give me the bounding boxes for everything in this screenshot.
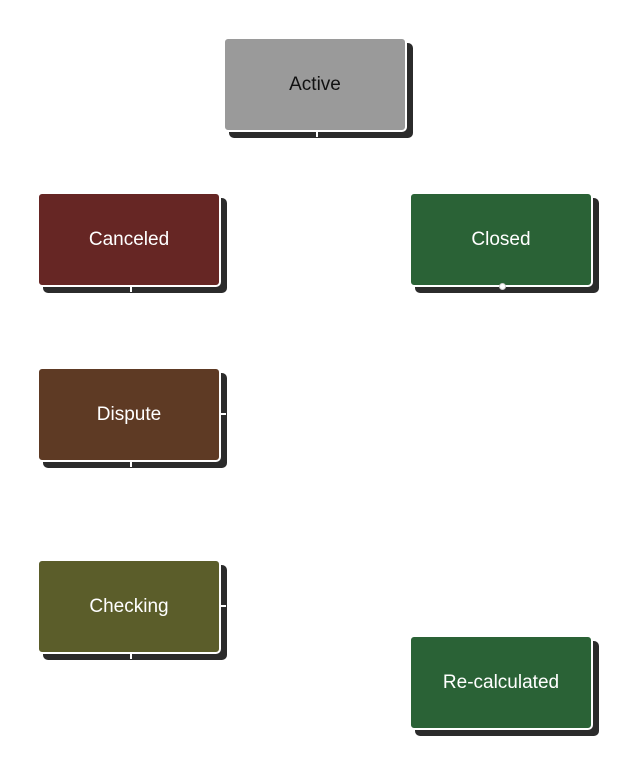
node-closed[interactable]: Closed xyxy=(409,192,593,290)
node-label-recalculated: Re-calculated xyxy=(442,672,560,693)
port-canceled-bottom xyxy=(130,285,132,292)
port-dispute-bottom xyxy=(130,460,132,467)
node-label-canceled: Canceled xyxy=(88,229,170,250)
node-canceled[interactable]: Canceled xyxy=(37,192,221,292)
node-label-active: Active xyxy=(289,74,341,95)
port-checking-bottom xyxy=(130,652,132,659)
node-recalculated[interactable]: Re-calculated xyxy=(409,635,593,730)
node-label-checking: Checking xyxy=(89,596,169,617)
port-active-bottom xyxy=(316,130,318,137)
port-checking-right xyxy=(219,605,226,607)
port-dispute-right xyxy=(219,413,226,415)
node-active[interactable]: Active xyxy=(223,37,407,137)
node-label-closed: Closed xyxy=(471,229,531,250)
node-label-dispute: Dispute xyxy=(96,404,162,425)
node-checking[interactable]: Checking xyxy=(37,559,226,659)
port-closed-bottom xyxy=(499,283,506,290)
node-dispute[interactable]: Dispute xyxy=(37,367,226,467)
